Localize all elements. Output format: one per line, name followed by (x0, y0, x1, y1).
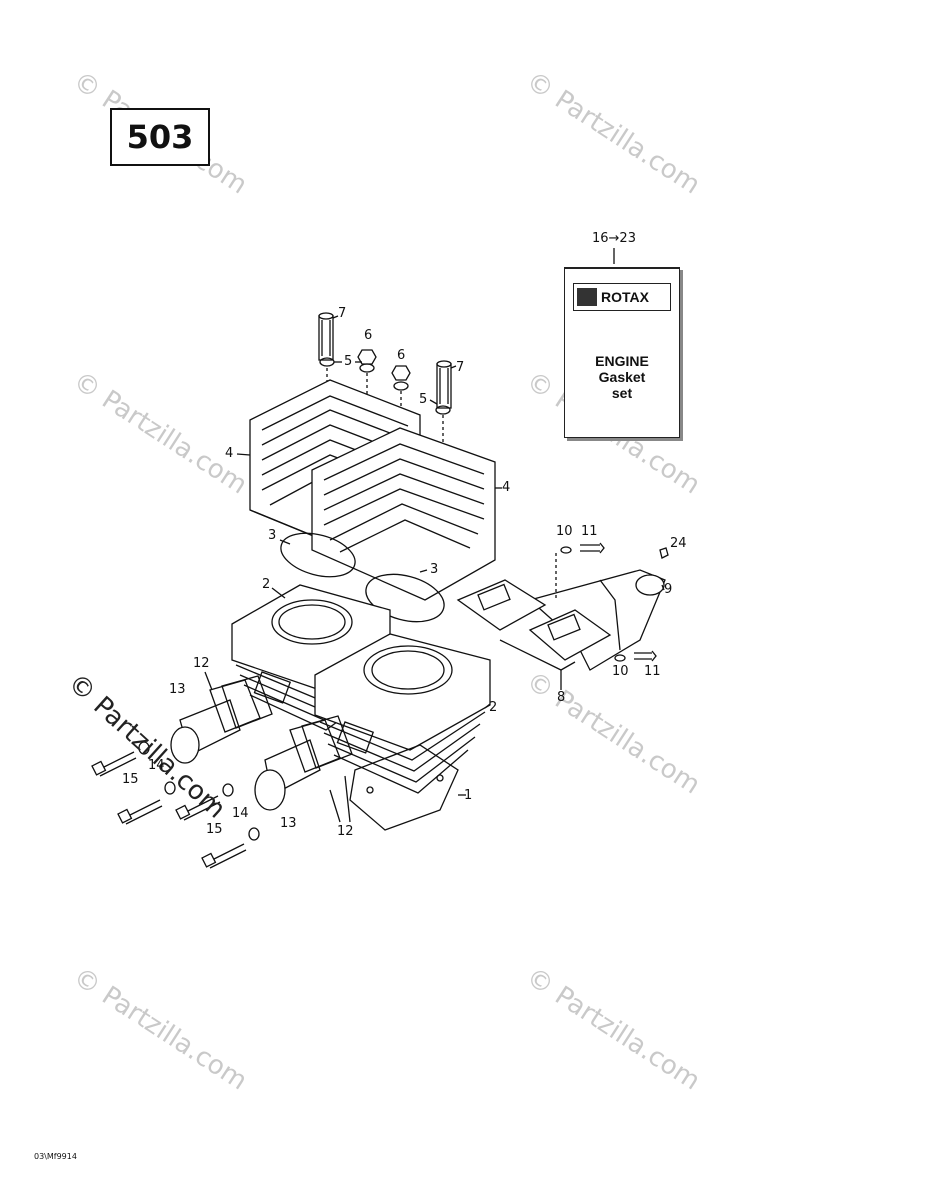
bolt-11a (580, 542, 605, 554)
washer-10b (614, 654, 626, 662)
page-label: 503 (110, 108, 210, 166)
leader-7b (450, 365, 457, 369)
base-gasket (349, 744, 459, 831)
callout-6: 6 (364, 328, 373, 343)
leader-2a (271, 587, 286, 599)
exhaust-gasket-a (456, 579, 547, 631)
callout-4: 4 (502, 480, 511, 495)
engine-gasket-set: ROTAX ENGINE Gasket set (564, 267, 680, 438)
washer-14b (164, 781, 176, 795)
callout-7: 7 (338, 306, 347, 321)
callout-15: 15 (122, 772, 139, 787)
washer-b (393, 381, 409, 391)
leader-12a (204, 671, 213, 691)
intake-gasket-right (289, 715, 353, 773)
kit-description: ENGINE Gasket set (565, 353, 679, 401)
leader-12b (329, 789, 341, 823)
rotax-logo: ROTAX (573, 283, 671, 311)
leader-3b (419, 569, 428, 573)
callout-3: 3 (268, 528, 277, 543)
callout-14: 14 (148, 758, 165, 773)
callout-6: 6 (397, 348, 406, 363)
callout-15: 15 (206, 822, 223, 837)
callout-10: 10 (556, 524, 573, 539)
cylinder-head-right (311, 427, 496, 601)
washer-5b (435, 405, 451, 415)
washer-14a (138, 741, 150, 755)
callout-13: 13 (169, 682, 186, 697)
kit-reference: 16→23 (592, 231, 636, 246)
seal-ring-right (365, 573, 445, 623)
callout-9: 9 (664, 582, 673, 597)
callout-1: 1 (464, 788, 473, 803)
screw-15b (117, 799, 163, 825)
callout-7: 7 (456, 360, 465, 375)
callout-5: 5 (344, 354, 353, 369)
callout-10: 10 (612, 664, 629, 679)
callout-2: 2 (489, 700, 498, 715)
callout-24: 24 (670, 536, 687, 551)
callout-8: 8 (557, 690, 566, 705)
callout-12: 12 (193, 656, 210, 671)
callout-4: 4 (225, 446, 234, 461)
washer-14d (248, 827, 260, 841)
leader-7a (332, 315, 339, 319)
callout-14: 14 (232, 806, 249, 821)
kit-brand: ROTAX (601, 289, 649, 305)
leader-3a (279, 539, 291, 545)
leader-9 (661, 584, 665, 591)
stud-right (436, 360, 452, 409)
bolt-11b (634, 650, 657, 662)
screw-15d (201, 843, 247, 869)
nut-6b (391, 365, 411, 381)
intake-flange-right (254, 739, 321, 811)
rotax-emblem-icon (577, 288, 597, 306)
callout-11: 11 (581, 524, 598, 539)
nut-6a (357, 349, 377, 365)
kit-line-2: Gasket (598, 369, 646, 385)
intake-gasket-left (209, 675, 273, 733)
callout-12: 12 (337, 824, 354, 839)
exhaust-manifold (528, 569, 666, 671)
washer-14c (222, 783, 234, 797)
callout-3: 3 (430, 562, 439, 577)
kit-line-1: ENGINE (595, 353, 649, 369)
stud-left (318, 312, 334, 361)
cylinder-right (314, 633, 491, 794)
screw-15c (175, 795, 221, 821)
exhaust-gasket-b (528, 609, 612, 661)
figure-code: 03\Mf9914 (34, 1152, 77, 1161)
screw-15a (91, 751, 137, 777)
leader-4a (236, 453, 251, 456)
nut-24 (659, 547, 669, 559)
intake-flange-left (170, 699, 241, 764)
callout-5: 5 (419, 392, 428, 407)
callout-11: 11 (644, 664, 661, 679)
leader-5b (429, 399, 438, 405)
callout-2: 2 (262, 577, 271, 592)
washer-a (359, 363, 375, 373)
kit-line-3: set (611, 385, 633, 401)
leader-2b (484, 703, 491, 709)
callout-13: 13 (280, 816, 297, 831)
washer-10a (560, 546, 572, 554)
seal-ring-left (280, 532, 356, 578)
